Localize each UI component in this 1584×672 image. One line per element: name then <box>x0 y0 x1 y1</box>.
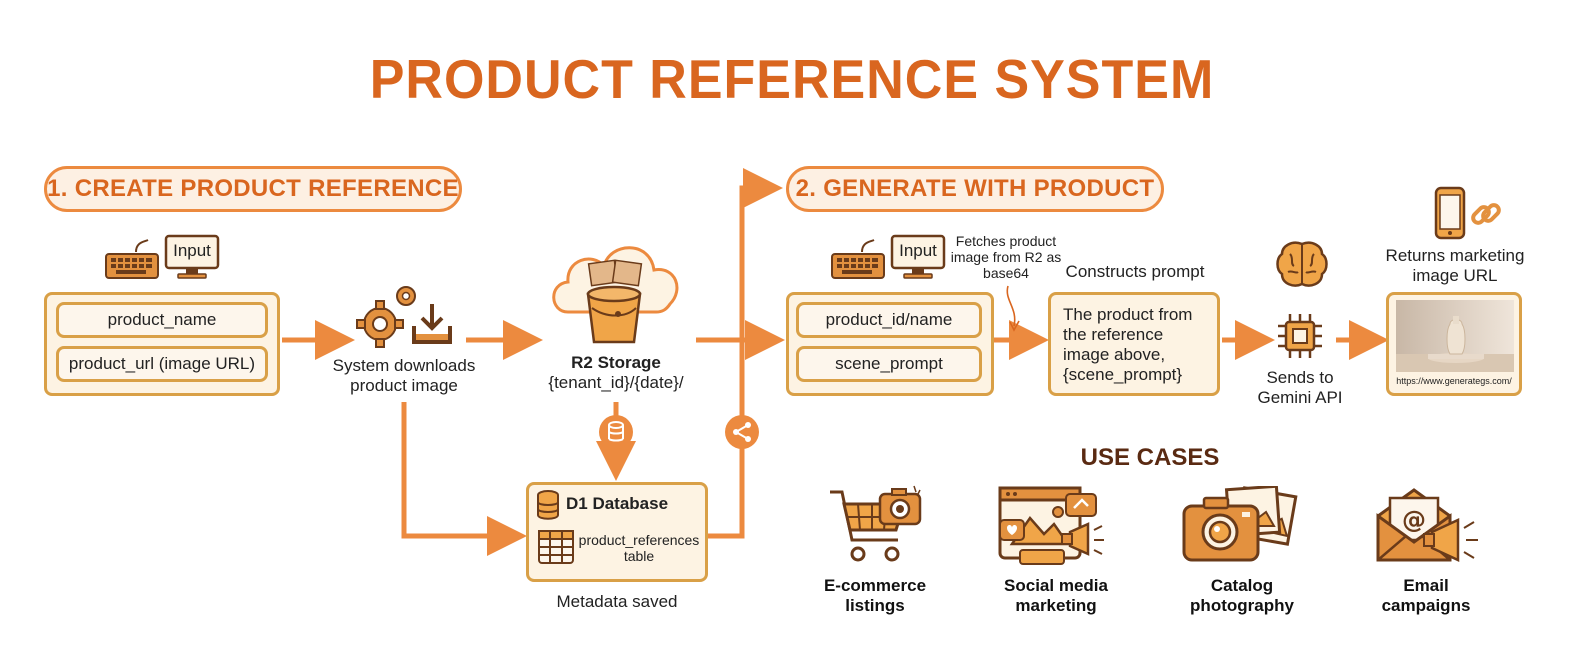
download-label: System downloads product image <box>332 356 476 395</box>
db-table-label: product_references table <box>578 532 700 564</box>
product-id-field: product_id/name <box>796 302 982 338</box>
gemini-label: Sends to Gemini API <box>1257 368 1343 407</box>
email-megaphone-icon: @ <box>1376 488 1478 562</box>
storage-path: {tenant_id}/{date}/ <box>548 373 684 392</box>
result-url: https://www.generategs.com/ <box>1396 376 1512 386</box>
keyboard-icon <box>831 239 885 279</box>
storage-title: R2 Storage <box>571 353 661 372</box>
product-url-field: product_url (image URL) <box>56 346 268 382</box>
keyboard-icon <box>105 239 159 279</box>
table-icon <box>538 530 574 564</box>
input-label: Input <box>173 241 211 260</box>
shopping-cart-icon <box>830 485 922 562</box>
use-case-ecommerce-label: E-commerce listings <box>823 576 927 615</box>
section2-heading: 2. GENERATE WITH PRODUCT <box>786 166 1164 212</box>
chip-icon <box>1278 314 1322 358</box>
phone-icon <box>1434 186 1466 240</box>
prompt-box: The product from the reference image abo… <box>1048 292 1220 396</box>
db-caption: Metadata saved <box>556 592 678 611</box>
brain-icon <box>1276 241 1328 287</box>
svg-text:@: @ <box>1402 506 1426 534</box>
generated-image <box>1396 300 1514 372</box>
product-name-field: product_name <box>56 302 268 338</box>
database-sync-icon <box>599 415 633 449</box>
use-case-email-label: Email campaigns <box>1381 576 1471 615</box>
database-icon <box>537 490 559 520</box>
returns-label: Returns marketing image URL <box>1385 246 1525 285</box>
use-case-social-label: Social media marketing <box>1004 576 1108 615</box>
use-case-catalog-label: Catalog photography <box>1190 576 1294 615</box>
section1-heading: 1. CREATE PRODUCT REFERENCE <box>44 166 462 212</box>
cloud-storage-icon <box>552 246 679 344</box>
link-icon <box>1471 203 1501 225</box>
use-cases-heading: USE CASES <box>1080 444 1220 471</box>
share-icon <box>725 415 759 449</box>
prompt-label: Constructs prompt <box>1065 262 1205 281</box>
monitor-icon: Input <box>890 234 946 280</box>
gear-download-icon <box>356 286 452 348</box>
scene-prompt-field: scene_prompt <box>796 346 982 382</box>
camera-icon <box>1182 486 1298 562</box>
db-title: D1 Database <box>566 494 669 513</box>
monitor-icon: Input <box>164 234 220 280</box>
social-media-icon <box>998 486 1104 565</box>
page-title: PRODUCT REFERENCE SYSTEM <box>369 49 1215 111</box>
fetch-note: Fetches product image from R2 as base64 <box>950 233 1062 281</box>
input-label: Input <box>899 241 937 260</box>
